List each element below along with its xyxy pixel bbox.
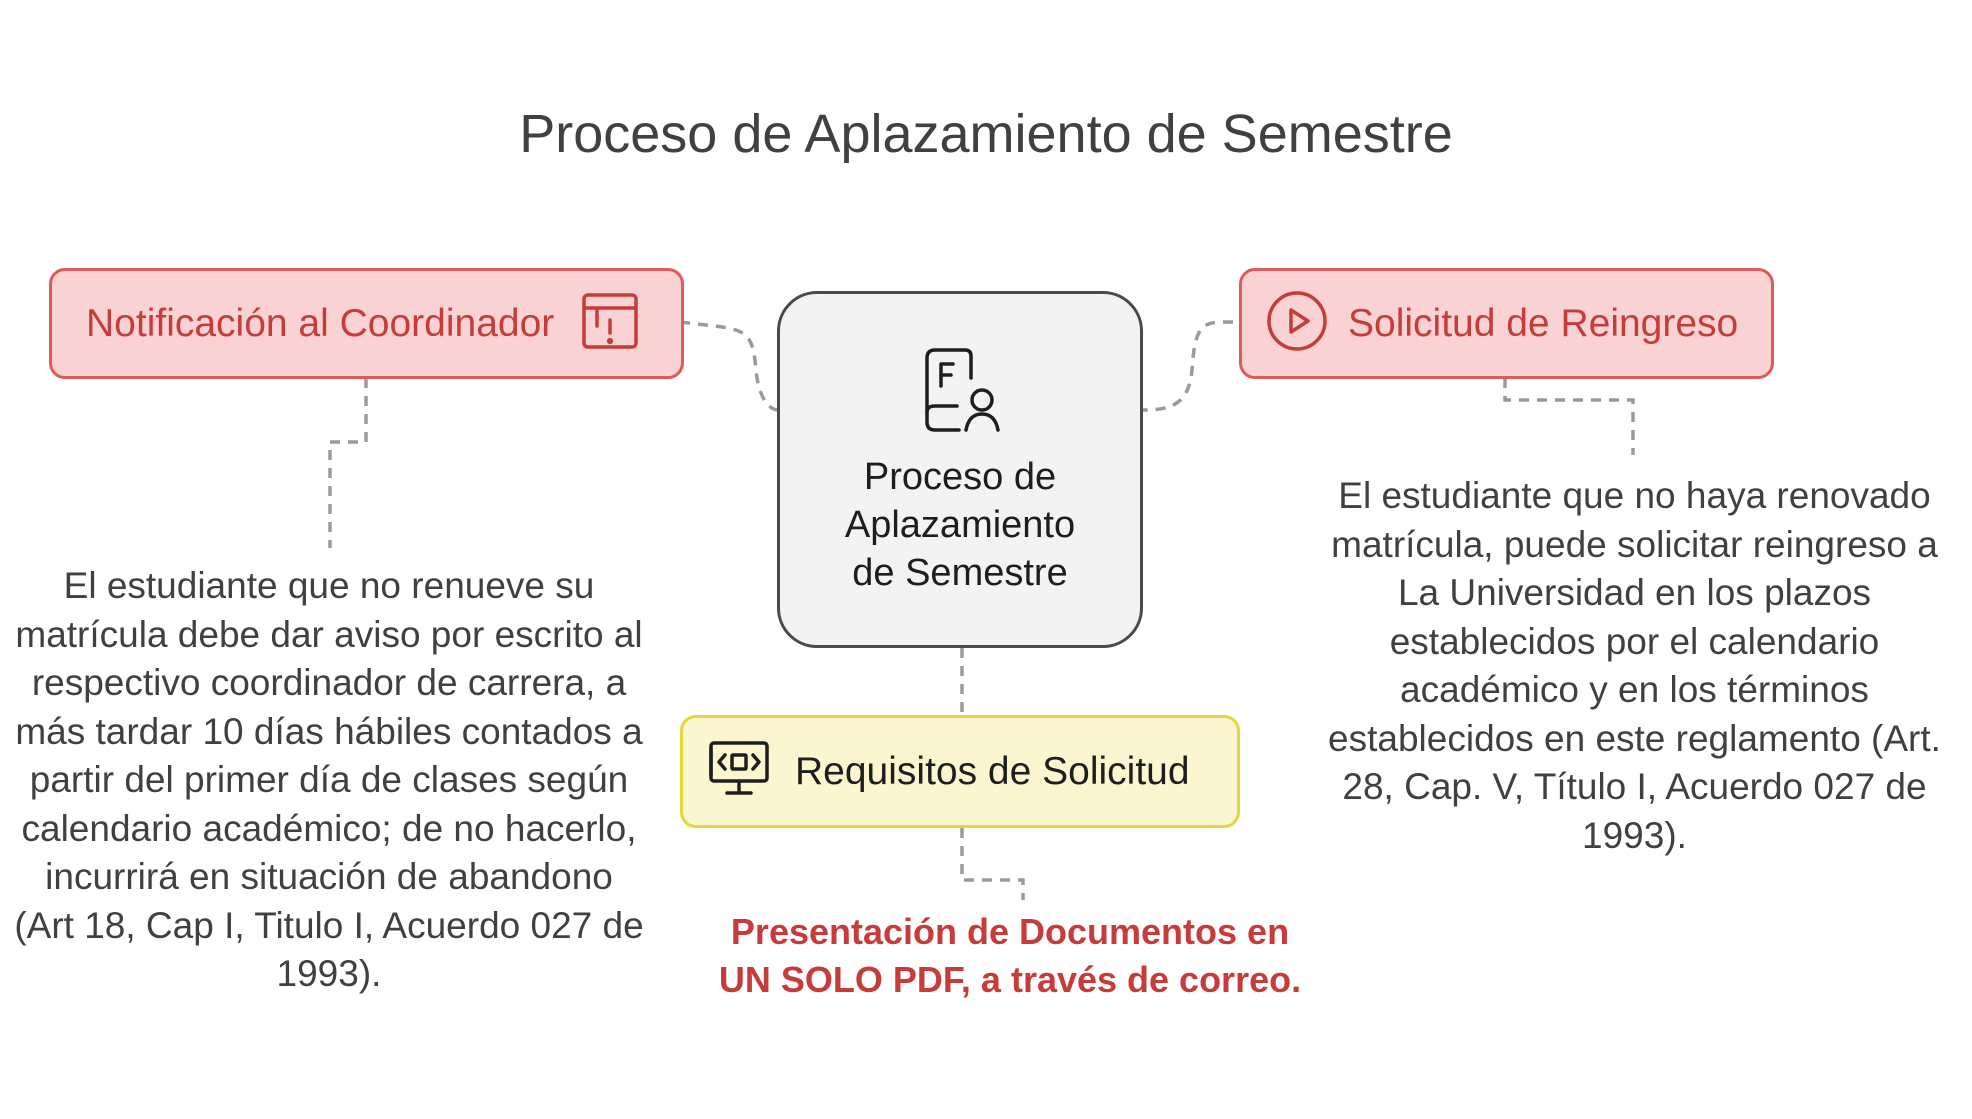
- reingreso-description: El estudiante que no haya renovado matrí…: [1328, 475, 1941, 856]
- notificacion-label: Notificación al Coordinador: [86, 301, 555, 345]
- connector-center-to-notificacion: [679, 320, 779, 412]
- reingreso-node[interactable]: Solicitud de Reingreso: [1239, 268, 1774, 379]
- connector-center-to-reingreso: [1142, 320, 1234, 412]
- play-circle-icon: [1266, 290, 1328, 357]
- notificacion-node[interactable]: Notificación al Coordinador: [49, 268, 684, 379]
- alert-window-icon: [580, 291, 640, 356]
- reingreso-label: Solicitud de Reingreso: [1348, 301, 1739, 345]
- requisitos-label: Requisitos de Solicitud: [795, 749, 1190, 793]
- notificacion-description: El estudiante que no renueve su matrícul…: [14, 565, 644, 994]
- connector-reingreso-to-desc: [1503, 378, 1635, 455]
- center-label: Proceso de Aplazamiento de Semestre: [844, 456, 1076, 594]
- monitor-code-icon: [707, 739, 771, 804]
- connector-requisitos-to-desc: [960, 828, 1025, 900]
- connector-notificacion-to-desc: [328, 378, 368, 548]
- page-title: Proceso de Aplazamiento de Semestre: [519, 104, 1453, 164]
- center-node[interactable]: Proceso de Aplazamiento de Semestre: [777, 291, 1143, 648]
- form-user-icon: [911, 342, 1007, 443]
- requisitos-node[interactable]: Requisitos de Solicitud: [680, 715, 1240, 828]
- requisitos-description: Presentación de Documentos en UN SOLO PD…: [718, 911, 1302, 1000]
